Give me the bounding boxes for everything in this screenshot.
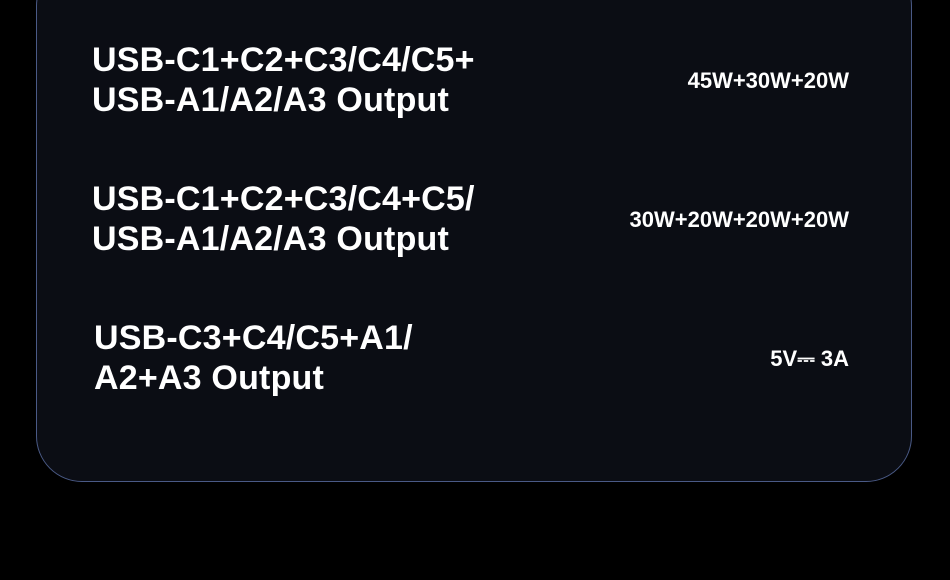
output-power-value: 5V⎓ 3A	[770, 346, 849, 371]
label-line-1: USB-C1+C2+C3/C4/C5+	[92, 41, 475, 79]
output-combination-label: USB-C3+C4/C5+A1/ A2+A3 Output	[94, 318, 413, 398]
label-line-1: USB-C1+C2+C3/C4+C5/	[92, 180, 475, 218]
label-line-1: USB-C3+C4/C5+A1/	[94, 319, 413, 357]
output-combination-label: USB-C1+C2+C3/C4/C5+ USB-A1/A2/A3 Output	[92, 40, 475, 120]
label-line-2: USB-A1/A2/A3 Output	[92, 81, 450, 119]
output-power-value: 30W+20W+20W+20W	[629, 207, 849, 232]
label-line-2: USB-A1/A2/A3 Output	[92, 220, 450, 258]
output-power-value: 45W+30W+20W	[687, 68, 849, 93]
output-combination-label: USB-C1+C2+C3/C4+C5/ USB-A1/A2/A3 Output	[92, 179, 475, 259]
output-spec-panel: USB-C1+C2+C3/C4/C5+ USB-A1/A2/A3 Output …	[36, 0, 912, 482]
label-line-2: A2+A3 Output	[94, 359, 325, 397]
